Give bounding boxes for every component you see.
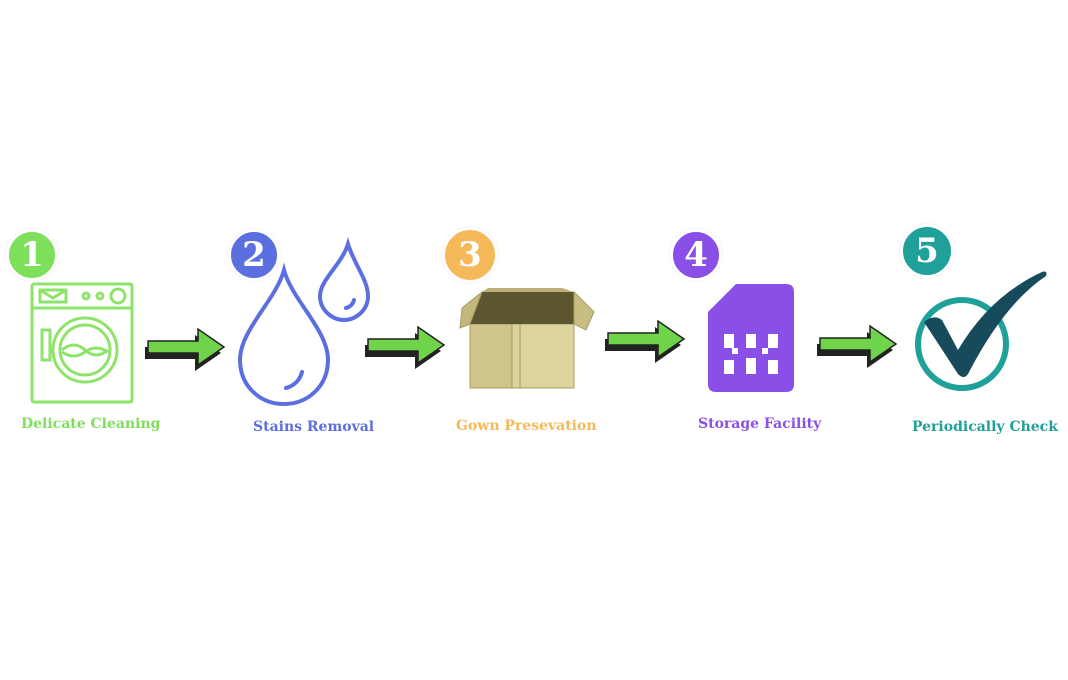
step-4-label: Storage Facility	[698, 416, 822, 432]
arrow-2-right-arrow-icon	[365, 325, 446, 369]
washing-machine-icon	[30, 282, 134, 404]
step-3-number-badge: 3	[442, 227, 498, 283]
step-1-number-badge: 1	[6, 229, 58, 281]
step-3-label: Gown Presevation	[456, 418, 597, 434]
checkmark-circle-icon	[915, 271, 1047, 391]
step-5-label: Periodically Check	[912, 419, 1058, 435]
arrow-4-right-arrow-icon	[817, 324, 898, 368]
water-drops-icon	[237, 237, 371, 407]
step-5-number-badge: 5	[900, 224, 954, 278]
step-1-label: Delicate Cleaning	[21, 416, 161, 432]
arrow-3-right-arrow-icon	[605, 319, 686, 363]
storage-card-icon	[708, 284, 794, 392]
step-2-label: Stains Removal	[253, 419, 375, 435]
step-2-number-badge: 2	[228, 229, 280, 281]
open-box-icon	[459, 288, 595, 389]
arrow-1-right-arrow-icon	[145, 327, 226, 371]
step-4-number-badge: 4	[670, 229, 722, 281]
